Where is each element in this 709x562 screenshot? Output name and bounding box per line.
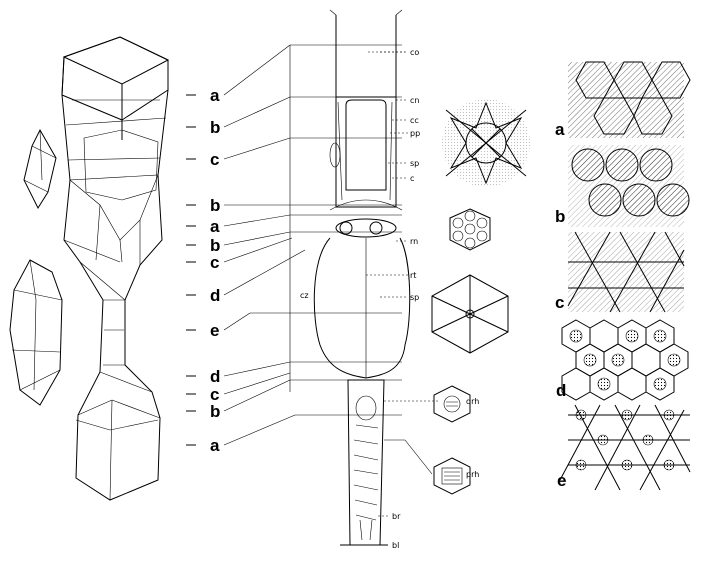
pattern-label-b: b	[555, 207, 565, 226]
pattern-label-a: a	[555, 120, 565, 139]
label-b-4: b	[210, 402, 220, 421]
pattern-a: a	[555, 61, 691, 139]
pattern-label-d: d	[556, 381, 566, 400]
pattern-c: c	[555, 231, 685, 313]
leader-lines	[223, 44, 402, 446]
pattern-label-e: e	[557, 471, 566, 490]
label-b-1: b	[210, 118, 220, 137]
abbr-cz: cz	[300, 291, 309, 300]
abbr-c: c	[410, 174, 414, 183]
abbr-sp-2: sp	[410, 293, 419, 302]
pattern-b: b	[555, 145, 690, 227]
label-b-2: b	[210, 196, 220, 215]
cell-column	[313, 9, 411, 546]
label-e: e	[210, 321, 219, 340]
abbr-co: co	[410, 48, 419, 57]
label-d-2: d	[210, 367, 220, 386]
cross-section-hexagon	[431, 274, 509, 354]
pattern-d: d	[556, 319, 689, 401]
cross-section-drh	[433, 385, 471, 423]
label-c-3: c	[210, 385, 219, 404]
left-labels: a b c b a b c d e d c b a	[186, 86, 220, 455]
cross-section-star	[442, 99, 530, 187]
abbr-br: br	[392, 512, 401, 521]
cross-section-prh	[433, 457, 471, 495]
abbr-prh: prh	[466, 470, 479, 479]
label-a-1: a	[210, 86, 220, 105]
label-b-3: b	[210, 236, 220, 255]
abbr-rt: rt	[410, 271, 416, 280]
abbr-cc: cc	[410, 116, 419, 125]
abbr-rn: rn	[410, 237, 418, 246]
label-a-3: a	[210, 436, 220, 455]
cell-abbreviations: co cn cc pp sp c rn rt sp cz drh prh br …	[300, 48, 479, 550]
abbr-sp-1: sp	[410, 159, 419, 168]
label-a-2: a	[210, 217, 220, 236]
abbr-drh: drh	[466, 397, 479, 406]
abbr-cn: cn	[410, 96, 419, 105]
cross-section-rosette	[449, 208, 491, 251]
label-c-1: c	[210, 150, 219, 169]
label-c-2: c	[210, 253, 219, 272]
abbr-bl: bl	[392, 541, 399, 550]
pattern-label-c: c	[555, 293, 564, 312]
abbr-pp: pp	[410, 129, 420, 138]
pattern-e: e	[557, 404, 691, 491]
label-d-1: d	[210, 286, 220, 305]
crystal-figure	[9, 36, 170, 501]
